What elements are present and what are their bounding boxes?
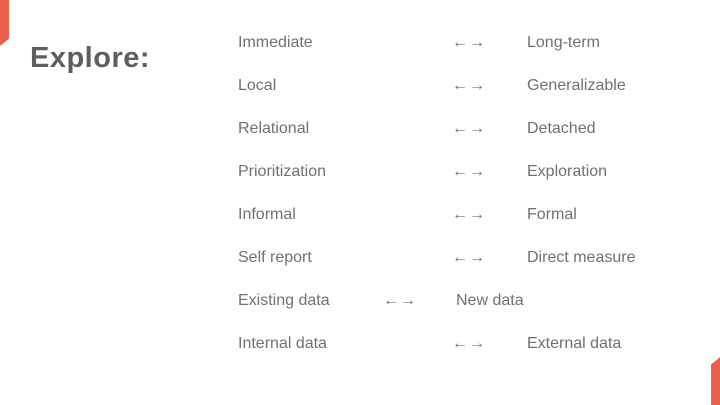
spectrum-left-label: Relational [238, 119, 310, 137]
spectrum-row: Informal ←→ Formal [238, 193, 698, 236]
spectrum-row: Relational ←→ Detached [238, 107, 698, 150]
spectrum-right-label: Exploration [527, 162, 608, 180]
bidirectional-arrow-icon: ←→ [452, 205, 486, 223]
bidirectional-arrow-icon: ←→ [452, 162, 486, 180]
spectrum-right-label: Long-term [527, 33, 600, 51]
spectrum-right-label: Detached [527, 119, 596, 137]
bidirectional-arrow-icon: ←→ [452, 119, 486, 137]
spectrum-row: Prioritization ←→ Exploration [238, 150, 698, 193]
bidirectional-arrow-icon: ←→ [452, 33, 486, 51]
spectrum-left-label: Prioritization [238, 162, 327, 180]
spectrum-left-label: Immediate [238, 33, 313, 51]
spectrum-table: Immediate ←→ Long-term Local ←→ Generali… [238, 21, 698, 365]
spectrum-right-label: Formal [527, 205, 577, 223]
spectrum-right-label: Direct measure [527, 248, 636, 266]
spectrum-right-label: External data [527, 334, 622, 352]
spectrum-left-label: Existing data [238, 291, 330, 309]
bidirectional-arrow-icon: ←→ [452, 76, 486, 94]
spectrum-row: Immediate ←→ Long-term [238, 21, 698, 64]
spectrum-left-label: Self report [238, 248, 312, 266]
corner-accent-top-left [0, 0, 9, 46]
slide-title: Explore: [30, 42, 151, 74]
bidirectional-arrow-icon: ←→ [452, 334, 486, 352]
spectrum-left-label: Local [238, 76, 277, 94]
corner-accent-bottom-right [711, 357, 720, 405]
spectrum-right-label: New data [456, 291, 524, 309]
spectrum-left-label: Informal [238, 205, 296, 223]
spectrum-row: Self report ←→ Direct measure [238, 236, 698, 279]
spectrum-row: Existing data ←→ New data [238, 279, 698, 322]
bidirectional-arrow-icon: ←→ [383, 291, 417, 309]
spectrum-row: Internal data ←→ External data [238, 322, 698, 365]
spectrum-row: Local ←→ Generalizable [238, 64, 698, 107]
spectrum-right-label: Generalizable [527, 76, 626, 94]
bidirectional-arrow-icon: ←→ [452, 248, 486, 266]
spectrum-left-label: Internal data [238, 334, 327, 352]
